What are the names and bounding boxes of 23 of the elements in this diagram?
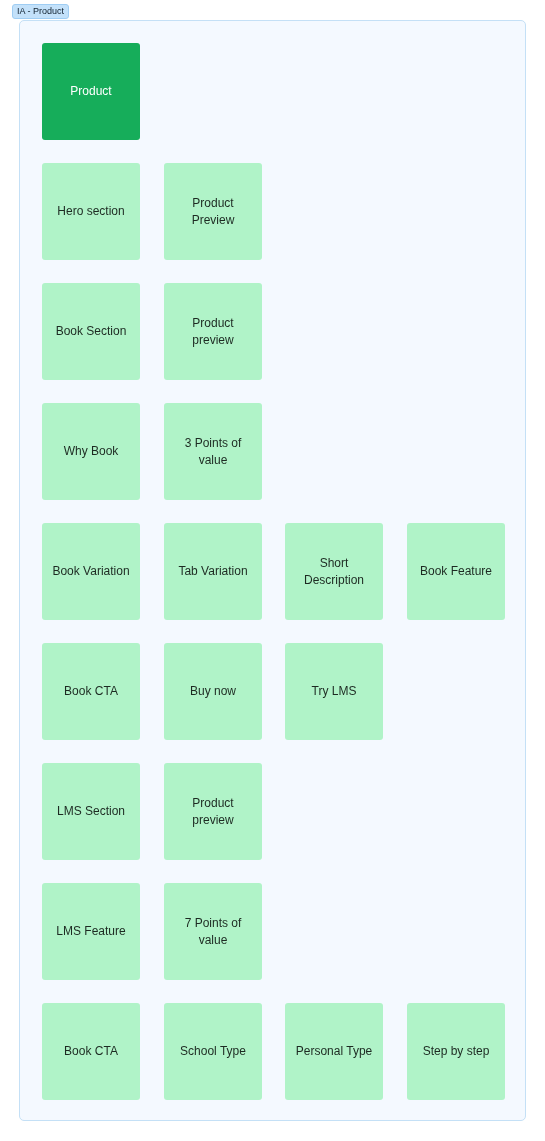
sticky-note: 3 Points of value	[164, 403, 262, 500]
sticky-note: Book Feature	[407, 523, 505, 620]
sticky-note: School Type	[164, 1003, 262, 1100]
sticky-note: Product	[42, 43, 140, 140]
sticky-note: Product preview	[164, 283, 262, 380]
sticky-note: Why Book	[42, 403, 140, 500]
sticky-note: Try LMS	[285, 643, 383, 740]
sticky-note: Product preview	[164, 763, 262, 860]
sticky-note: Product Preview	[164, 163, 262, 260]
sticky-note: Hero section	[42, 163, 140, 260]
sticky-note: Tab Variation	[164, 523, 262, 620]
sticky-note: Step by step	[407, 1003, 505, 1100]
sticky-note: LMS Section	[42, 763, 140, 860]
sticky-note: Book Section	[42, 283, 140, 380]
sticky-note: LMS Feature	[42, 883, 140, 980]
sticky-note: Short Description	[285, 523, 383, 620]
sticky-note: Buy now	[164, 643, 262, 740]
sticky-note: Book Variation	[42, 523, 140, 620]
sticky-note: Book CTA	[42, 1003, 140, 1100]
sticky-note: 7 Points of value	[164, 883, 262, 980]
frame-title: IA - Product	[12, 4, 70, 19]
sticky-note: Book CTA	[42, 643, 140, 740]
sticky-note: Personal Type	[285, 1003, 383, 1100]
